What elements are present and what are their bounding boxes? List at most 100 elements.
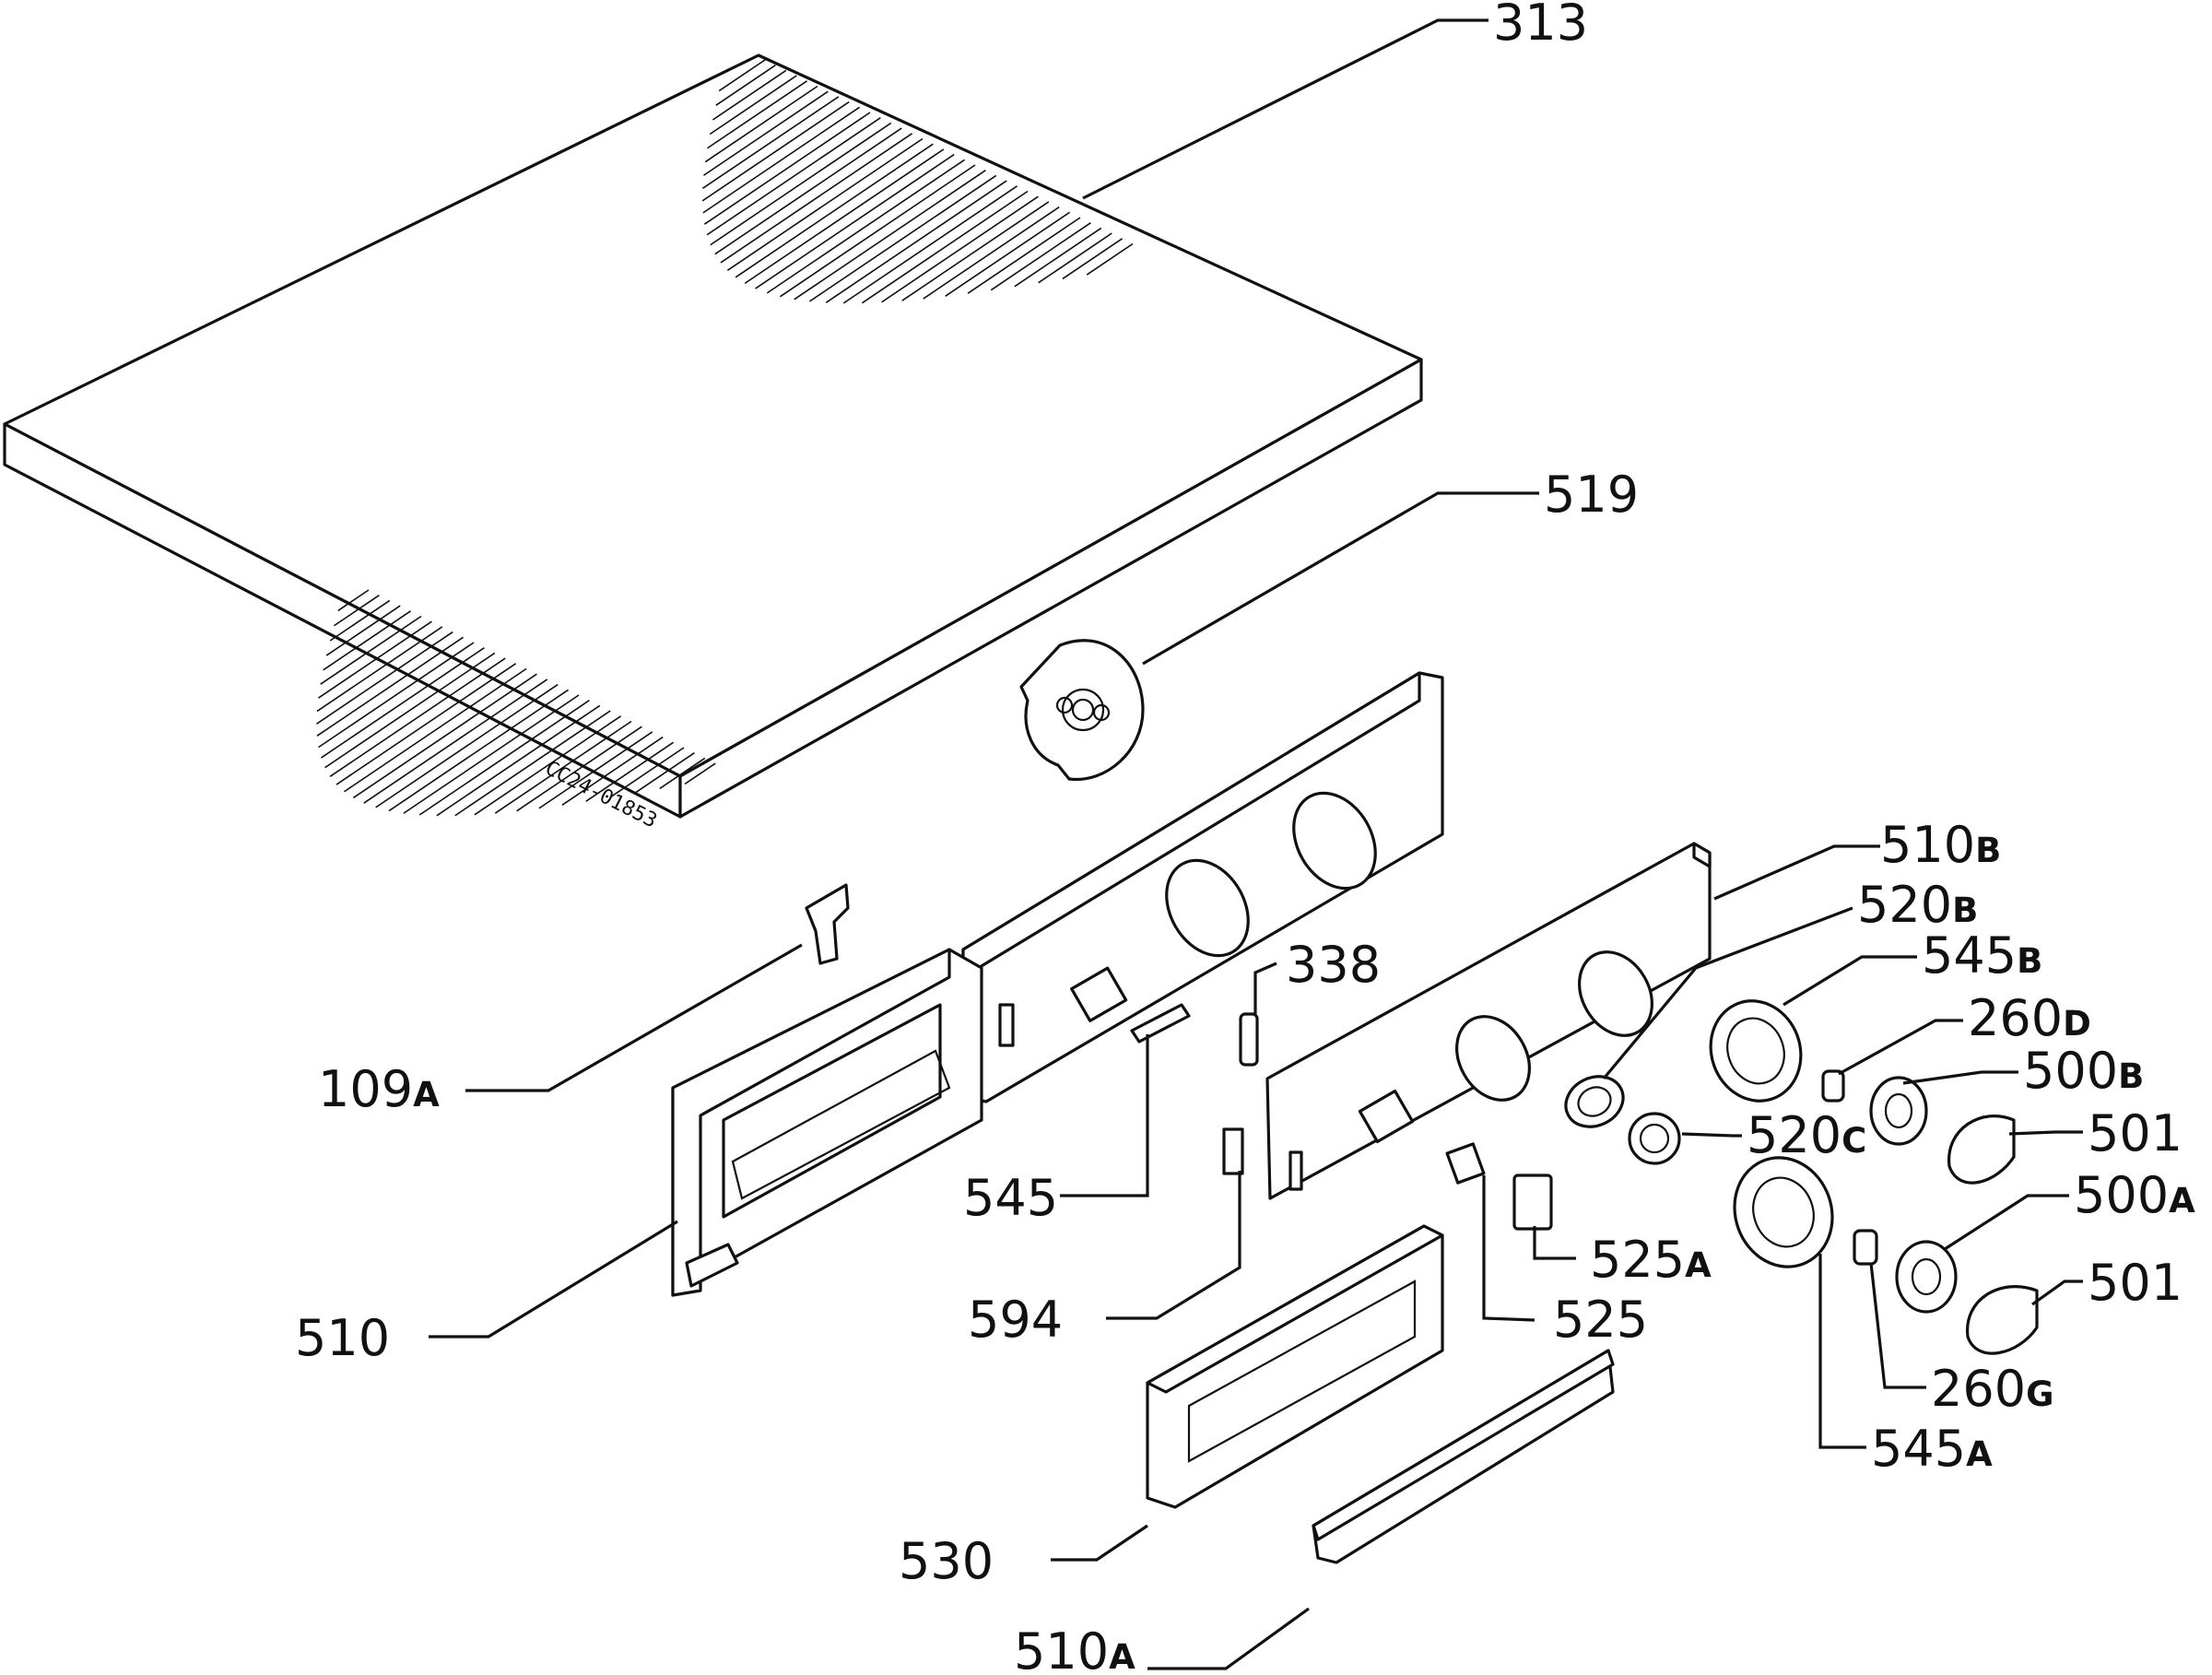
cover-strip-part (1312, 1349, 1615, 1564)
leader-501-lower (2031, 1280, 2083, 1306)
hatch-line (316, 636, 465, 737)
hatch-line (516, 725, 642, 812)
gear-520c-part (1628, 1112, 1681, 1165)
leader-545a (1818, 1254, 1866, 1449)
hatch-line (318, 620, 432, 699)
hatch-line (720, 133, 913, 264)
hatch-line (318, 642, 475, 749)
hatch-line (1038, 232, 1112, 284)
leader-520c (1681, 1132, 1742, 1138)
hatch-line (659, 757, 706, 790)
hatch-line (403, 694, 580, 814)
label-500b: 500B (2023, 1042, 2144, 1100)
hatch-line (709, 75, 797, 136)
worktop-part: CC24-01853 (3, 53, 1423, 832)
hatch-line (323, 610, 412, 671)
leader-510 (429, 1220, 678, 1339)
capacitor-525a-part (1512, 1174, 1553, 1231)
hatch-line (744, 148, 945, 285)
label-510a: 510A (1014, 1622, 1135, 1675)
leader-530 (1051, 1524, 1148, 1562)
label-510: 510 (295, 1309, 390, 1367)
hatch-line (418, 700, 590, 816)
part-labels: 313 519 510B 520B 545B 260D 500B 501 520… (295, 0, 2195, 1675)
leader-260d (1838, 1019, 1963, 1076)
label-594: 594 (968, 1291, 1063, 1349)
label-260d: 260D (1968, 989, 2091, 1047)
label-525: 525 (1553, 1291, 1648, 1349)
hatch-line (388, 689, 570, 812)
hatch-line (329, 657, 506, 778)
hatch-line (494, 720, 632, 814)
hatch-line (703, 90, 829, 176)
hatch-line (808, 174, 997, 302)
hatch-line (735, 143, 934, 278)
leader-109a (465, 943, 803, 1092)
hatch-line (538, 731, 653, 809)
leader-510b (1713, 844, 1880, 901)
label-545: 545 (963, 1169, 1058, 1227)
label-525a: 525A (1590, 1231, 1712, 1289)
drawer-530-part (1146, 1224, 1444, 1509)
leader-525a (1533, 1226, 1576, 1260)
hatch-line (794, 170, 986, 301)
label-530: 530 (899, 1532, 994, 1590)
hatch-line (335, 663, 517, 785)
hatch-line (352, 673, 537, 799)
hatch-line (706, 117, 881, 236)
hatch-line (703, 112, 871, 225)
leader-313 (1082, 18, 1488, 200)
bracket-545-part (1130, 1003, 1191, 1044)
hatch-line (712, 69, 787, 121)
hatch-line (684, 762, 716, 785)
label-520b: 520B (1857, 876, 1978, 934)
hatch-line (967, 217, 1081, 294)
hatch-line (561, 736, 664, 806)
hatch-line (701, 100, 850, 202)
worktop-hatching-top (701, 59, 1134, 304)
bezel-545b-part (1709, 999, 1803, 1103)
hatch-line (901, 201, 1050, 301)
label-545a: 545A (1871, 1420, 1993, 1478)
leader-525 (1482, 1175, 1535, 1322)
switch-525-part (1445, 1142, 1486, 1185)
hatch-line (726, 137, 924, 271)
clip-109a-part (805, 883, 850, 965)
hatch-line (585, 741, 675, 802)
hatch-line (945, 211, 1071, 298)
hatch-line (1086, 242, 1134, 276)
hatch-line (634, 752, 695, 794)
hatch-line (609, 747, 685, 798)
hatch-line (704, 85, 818, 163)
hatch-line (363, 678, 548, 804)
hatch-line (779, 164, 976, 298)
hatch-line (710, 122, 892, 246)
leader-519 (1142, 491, 1539, 666)
hatch-line (707, 80, 808, 149)
hatch-line (344, 667, 527, 793)
fascia-panel-part (1265, 842, 1712, 1200)
hatch-line (315, 631, 453, 725)
label-510b: 510B (1880, 816, 2001, 874)
hatch-line (320, 647, 485, 759)
hatch-line (881, 195, 1039, 303)
bezel-545a-part (1733, 1156, 1834, 1268)
hatch-line (454, 710, 611, 817)
leader-lines (429, 18, 2083, 1670)
worktop-hatching-bottom (315, 589, 716, 817)
leader-260g (1869, 1262, 1926, 1389)
hatch-line (436, 704, 601, 817)
adapter-500a-part (1895, 1240, 1958, 1314)
hatch-line (1014, 227, 1102, 288)
label-260g: 260G (1931, 1360, 2053, 1418)
leader-520b (1602, 906, 1853, 1080)
ring-520b-part (1564, 1075, 1625, 1128)
leader-338 (1253, 961, 1277, 1014)
hatch-line (825, 180, 1007, 303)
label-545b: 545B (1922, 926, 2042, 985)
label-338: 338 (1286, 936, 1381, 994)
leader-594 (1106, 1171, 1241, 1320)
hatch-line (333, 595, 380, 627)
label-501-upper: 501 (2088, 1104, 2183, 1162)
